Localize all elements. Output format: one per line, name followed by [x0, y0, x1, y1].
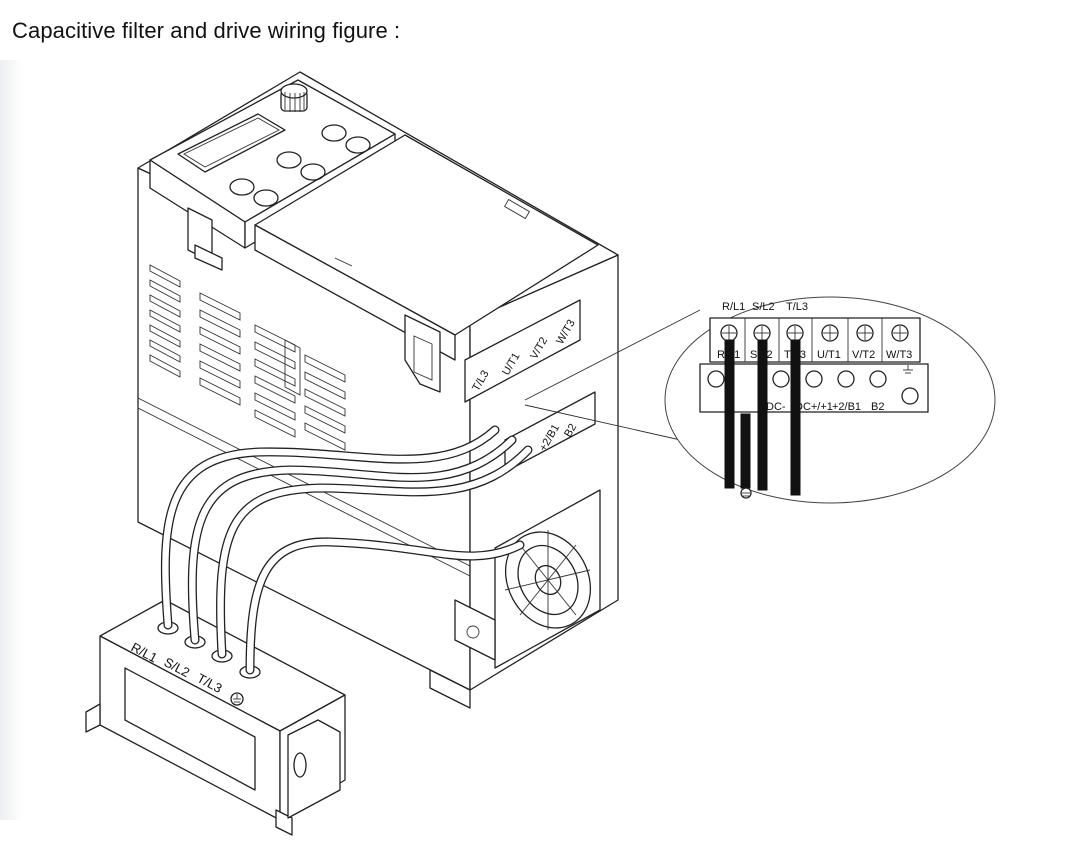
ground-icon: [903, 365, 913, 374]
callout-wires: [724, 339, 801, 496]
vent-slots: [149, 264, 346, 451]
ground-icon: [740, 487, 752, 499]
keypad-button: [300, 163, 326, 181]
display-window: [177, 113, 286, 173]
lower-terminal-label: DC-: [766, 401, 786, 413]
callout-top-label: T/L3: [786, 301, 808, 313]
lower-terminal-label: +2/B1: [832, 401, 861, 413]
keypad-button: [321, 124, 347, 142]
callout-top-label: S/L2: [752, 301, 775, 313]
upper-terminal-label: W/T3: [886, 349, 912, 361]
side-clip: [404, 314, 441, 393]
figure-heading: Capacitive filter and drive wiring figur…: [12, 18, 401, 43]
lower-terminal-label: DC+/+1: [795, 401, 833, 413]
potentiometer-knob-icon: [280, 83, 308, 112]
terminal-screws: [720, 324, 909, 342]
drive-unit: T/L3 U/T1 V/T2 W/T3 +2/B1 B2: [137, 71, 619, 709]
upper-terminal-label: U/T1: [817, 349, 841, 361]
upper-terminal-label: V/T2: [852, 349, 875, 361]
terminal-block: [464, 299, 581, 403]
callout-top-label: R/L1: [722, 301, 745, 313]
keypad-button: [276, 151, 302, 169]
drive-terminal-label: B2: [562, 422, 579, 440]
keypad-button: [345, 136, 371, 154]
terminal-callout: R/L1 S/L2 T/L3 R/L1 S/L2 T/L3 U/T1 V/T2: [524, 296, 996, 504]
capacitive-filter: R/L1 S/L2 T/L3: [85, 599, 346, 836]
keypad-button: [229, 178, 255, 196]
ground-icon: [230, 692, 244, 706]
lower-terminal-label: B2: [871, 401, 884, 413]
lower-terminal-strip: [699, 363, 929, 413]
filter-label-window: [124, 667, 256, 791]
left-edge-shadow: [0, 60, 22, 820]
keypad-button: [253, 189, 279, 207]
